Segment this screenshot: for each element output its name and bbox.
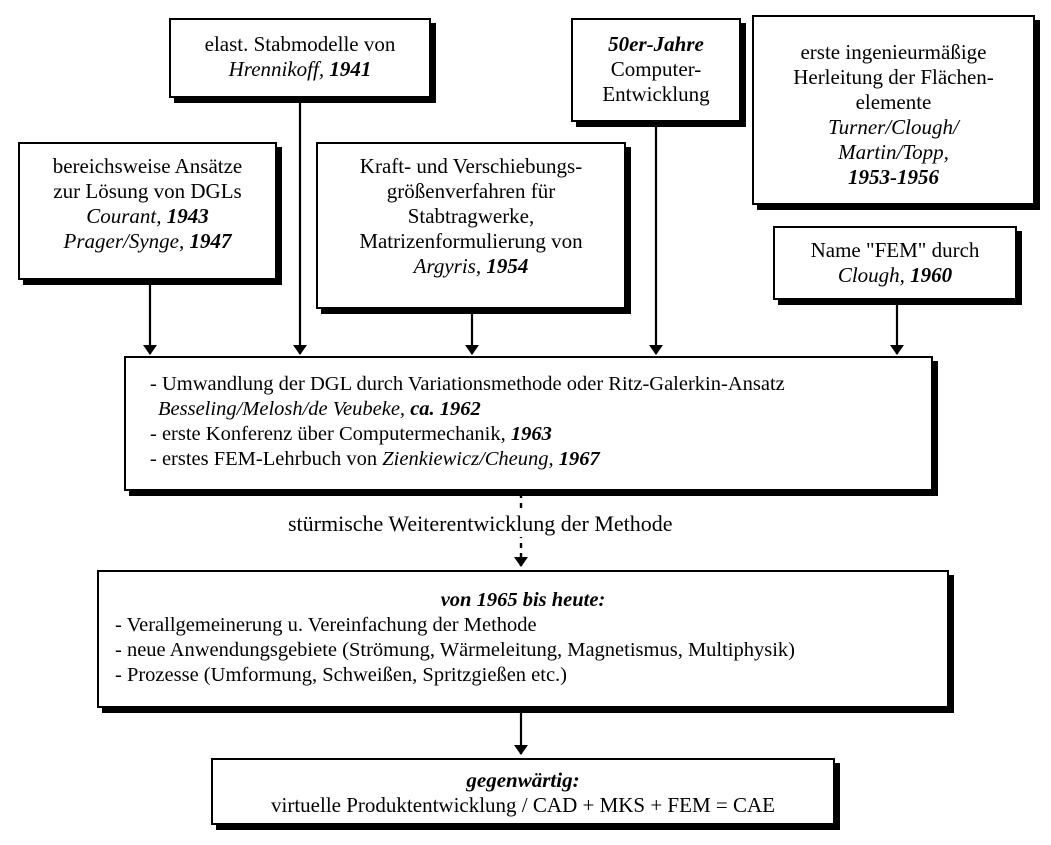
hrennikoff-author: Hrennikoff, (228, 57, 325, 81)
courant-line2: zur Lösung von DGLs (53, 179, 242, 203)
argyris-line1: Kraft- und Verschiebungs- (359, 154, 583, 178)
computer-line3: Entwicklung (602, 82, 710, 106)
box-courant: bereichsweise Ansätze zur Lösung von DGL… (18, 142, 277, 280)
fem-name-line1: Name "FEM" durch (810, 238, 980, 262)
turner-line1: erste ingenieurmäßige (800, 40, 987, 64)
box-turner: erste ingenieurmäßige Herleitung der Flä… (752, 15, 1035, 205)
middle-item2: - erste Konferenz über Computermechanik, (150, 423, 506, 445)
box-middle: - Umwandlung der DGL durch Variationsmet… (124, 356, 933, 491)
courant-line1: bereichsweise Ansätze (52, 154, 243, 178)
turner-author1: Turner/Clough/ (828, 115, 959, 139)
box-fem-name: Name "FEM" durch Clough, 1960 (773, 226, 1017, 300)
development-caption: stürmische Weiterentwicklung der Methode (286, 511, 675, 537)
hrennikoff-year: 1941 (329, 57, 372, 81)
argyris-line2: größenverfahren für (386, 179, 556, 203)
computer-era: 50er-Jahre (608, 32, 704, 56)
since1965-item1: - Verallgemeinerung u. Vereinfachung der… (115, 614, 537, 636)
current-title: gegenwärtig: (466, 768, 580, 792)
since1965-item2: - neue Anwendungsgebiete (Strömung, Wärm… (115, 639, 796, 661)
hrennikoff-line1: elast. Stabmodelle von (204, 32, 396, 56)
box-computer: 50er-Jahre Computer- Entwicklung (571, 18, 741, 122)
middle-item3-year: 1967 (558, 448, 600, 470)
courant-author1: Courant, (86, 204, 162, 228)
fem-name-author: Clough, (837, 263, 905, 287)
middle-item1: - Umwandlung der DGL durch Variationsmet… (150, 373, 785, 395)
turner-author2: Martin/Topp, (838, 140, 949, 164)
courant-year2: 1947 (189, 229, 232, 253)
middle-item2-year: 1963 (510, 423, 552, 445)
box-argyris: Kraft- und Verschiebungs- größenverfahre… (316, 142, 626, 309)
middle-item3: - erstes FEM-Lehrbuch von (150, 448, 378, 470)
middle-item3-author: Zienkiewicz/Cheung, (382, 448, 554, 470)
courant-author2: Prager/Synge, (63, 229, 185, 253)
box-current: gegenwärtig: virtuelle Produktentwicklun… (211, 758, 835, 825)
box-hrennikoff: elast. Stabmodelle von Hrennikoff, 1941 (169, 18, 431, 98)
argyris-author: Argyris, (413, 254, 482, 278)
since1965-item3: - Prozesse (Umformung, Schweißen, Spritz… (115, 664, 568, 686)
argyris-line3: Stabtragwerke, (407, 204, 535, 228)
box-since-1965: von 1965 bis heute: - Verallgemeinerung … (97, 570, 949, 708)
turner-year: 1953-1956 (848, 165, 939, 189)
fem-name-year: 1960 (910, 263, 953, 287)
middle-item1-author: Besseling/Melosh/de Veubeke, (158, 398, 406, 420)
middle-item1-year: ca. 1962 (410, 398, 481, 420)
courant-year1: 1943 (166, 204, 209, 228)
argyris-year: 1954 (486, 254, 529, 278)
since1965-title: von 1965 bis heute: (440, 589, 606, 611)
current-line: virtuelle Produktentwicklung / CAD + MKS… (271, 793, 775, 817)
turner-line3: elemente (855, 90, 932, 114)
argyris-line4: Matrizenformulierung von (359, 229, 583, 253)
computer-line2: Computer- (610, 57, 702, 81)
turner-line2: Herleitung der Flächen- (793, 65, 994, 89)
